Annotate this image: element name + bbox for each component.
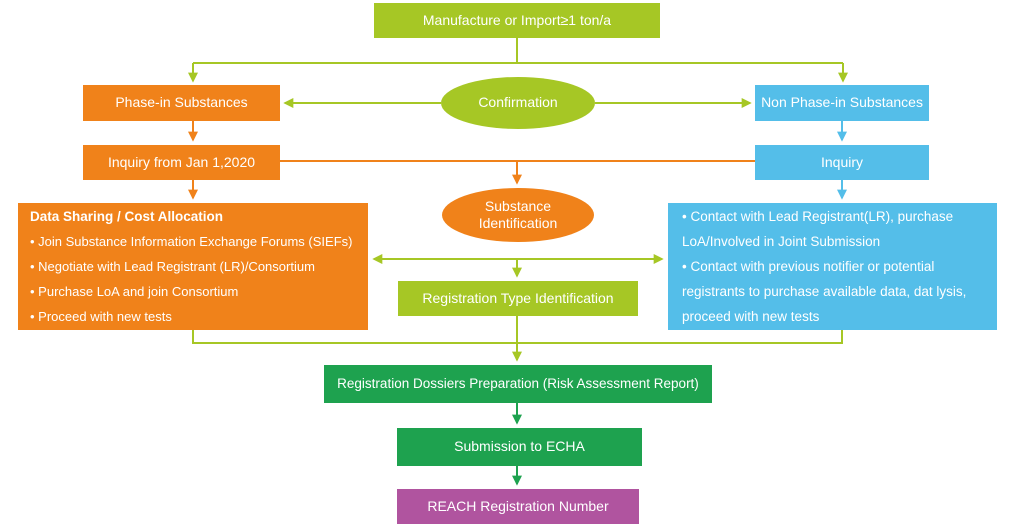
data-sharing-title: Data Sharing / Cost Allocation xyxy=(30,209,224,224)
data-sharing-box: Data Sharing / Cost Allocation • Join Su… xyxy=(18,203,368,330)
orange-connectors xyxy=(188,121,755,200)
phase-in-substances-box: Phase-in Substances xyxy=(83,85,280,121)
bullet-item: • Purchase LoA and join Consortium xyxy=(30,284,239,299)
green-connectors xyxy=(188,38,848,362)
non-phase-in-substances-box: Non Phase-in Substances xyxy=(755,85,929,121)
inquiry-from-2020-box: Inquiry from Jan 1,2020 xyxy=(83,145,280,180)
bullet-item: • Join Substance Information Exchange Fo… xyxy=(30,234,353,249)
contact-registrant-box: • Contact with Lead Registrant(LR), purc… xyxy=(668,203,997,330)
bullet-item: • Proceed with new tests xyxy=(30,309,172,324)
manufacture-import-box: Manufacture or Import≥1 ton/a xyxy=(374,3,660,38)
bullet-item: • Negotiate with Lead Registrant (LR)/Co… xyxy=(30,259,315,274)
bullet-item: • Contact with previous notifier or pote… xyxy=(682,259,967,324)
bullet-item: • Contact with Lead Registrant(LR), purc… xyxy=(682,209,954,249)
registration-type-box: Registration Type Identification xyxy=(398,281,638,316)
reach-registration-number-box: REACH Registration Number xyxy=(397,489,639,524)
confirmation-ellipse: Confirmation xyxy=(441,77,595,129)
substance-identification-ellipse: Substance Identification xyxy=(442,188,594,242)
submission-to-echa-box: Submission to ECHA xyxy=(397,428,642,466)
registration-dossiers-box: Registration Dossiers Preparation (Risk … xyxy=(324,365,712,403)
inquiry-box: Inquiry xyxy=(755,145,929,180)
